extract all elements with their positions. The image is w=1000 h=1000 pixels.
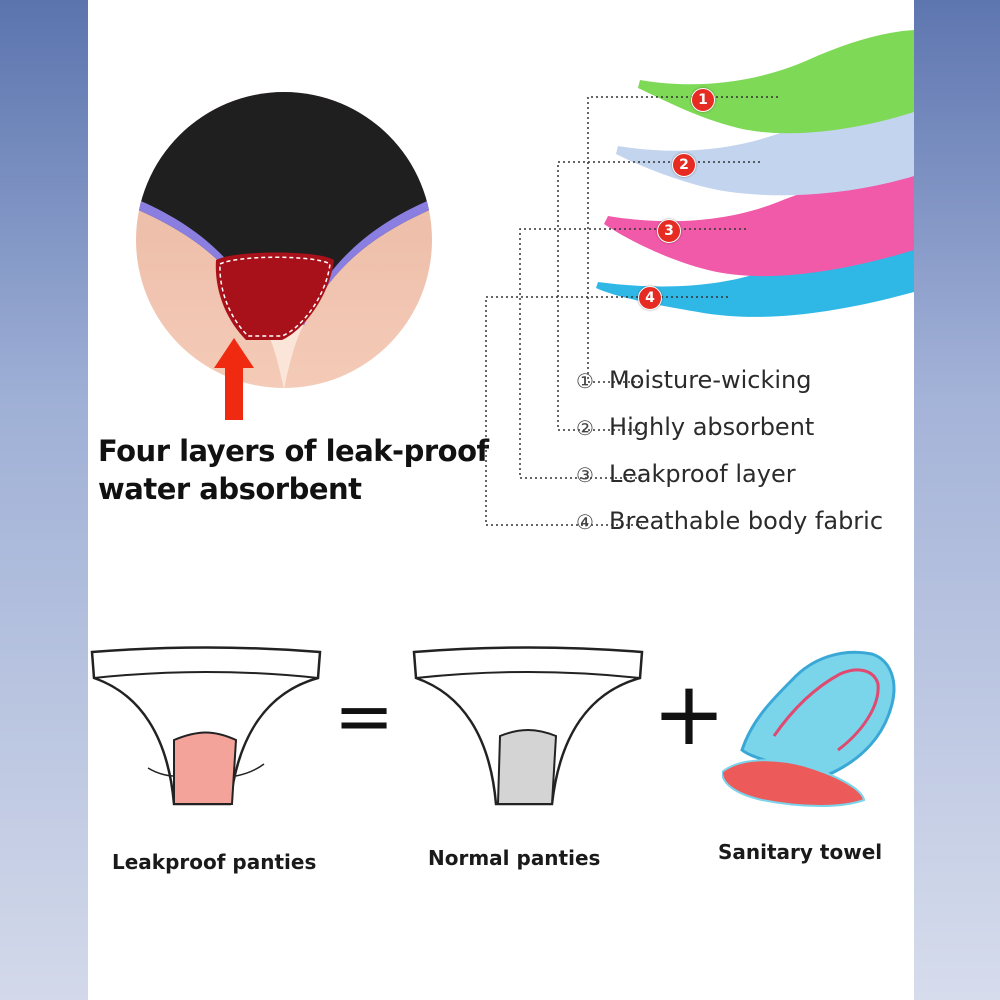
layer-3-shape xyxy=(604,168,914,277)
layer-legend-item-4: ④ Breathable body fabric xyxy=(576,507,883,535)
leakproof-panties-illustration xyxy=(90,646,322,806)
layer-legend-item-2: ② Highly absorbent xyxy=(576,413,814,441)
right-blur-margin xyxy=(912,0,1000,1000)
layer-badge-4: 4 xyxy=(638,286,662,310)
product-closeup-photo xyxy=(136,92,432,388)
arrow-up-icon xyxy=(214,338,254,420)
sanitary-towel-illustration xyxy=(722,650,896,807)
layer-legend-label: Leakproof layer xyxy=(609,460,796,488)
plus-symbol: + xyxy=(652,662,726,765)
layer-badge-3: 3 xyxy=(657,219,681,243)
product-infographic: Four layers of leak-proof water absorben… xyxy=(88,0,914,1000)
normal-panties-illustration xyxy=(412,646,644,806)
equals-symbol: = xyxy=(333,674,395,758)
layer-badge-1: 1 xyxy=(691,88,715,112)
headline-line-1: Four layers of leak-proof xyxy=(98,434,489,468)
layer-legend-number: ① xyxy=(576,369,594,393)
headline-line-2: water absorbent xyxy=(98,472,362,506)
layer-legend-label: Moisture-wicking xyxy=(609,366,812,394)
layer-legend-item-1: ① Moisture-wicking xyxy=(576,366,811,394)
layer-1-shape xyxy=(638,30,914,134)
layer-legend-number: ③ xyxy=(576,463,594,487)
layer-legend-number: ② xyxy=(576,416,594,440)
sanitary-towel-label: Sanitary towel xyxy=(718,840,883,864)
layer-legend-label: Highly absorbent xyxy=(609,413,815,441)
layer-legend-label: Breathable body fabric xyxy=(609,507,884,535)
layer-legend-item-3: ③ Leakproof layer xyxy=(576,460,796,488)
left-blur-margin xyxy=(0,0,88,1000)
layer-badge-2: 2 xyxy=(672,153,696,177)
leakproof-panties-label: Leakproof panties xyxy=(112,850,317,874)
layer-legend-number: ④ xyxy=(576,510,594,534)
normal-panties-label: Normal panties xyxy=(428,846,601,870)
headline: Four layers of leak-proof water absorben… xyxy=(98,432,498,508)
